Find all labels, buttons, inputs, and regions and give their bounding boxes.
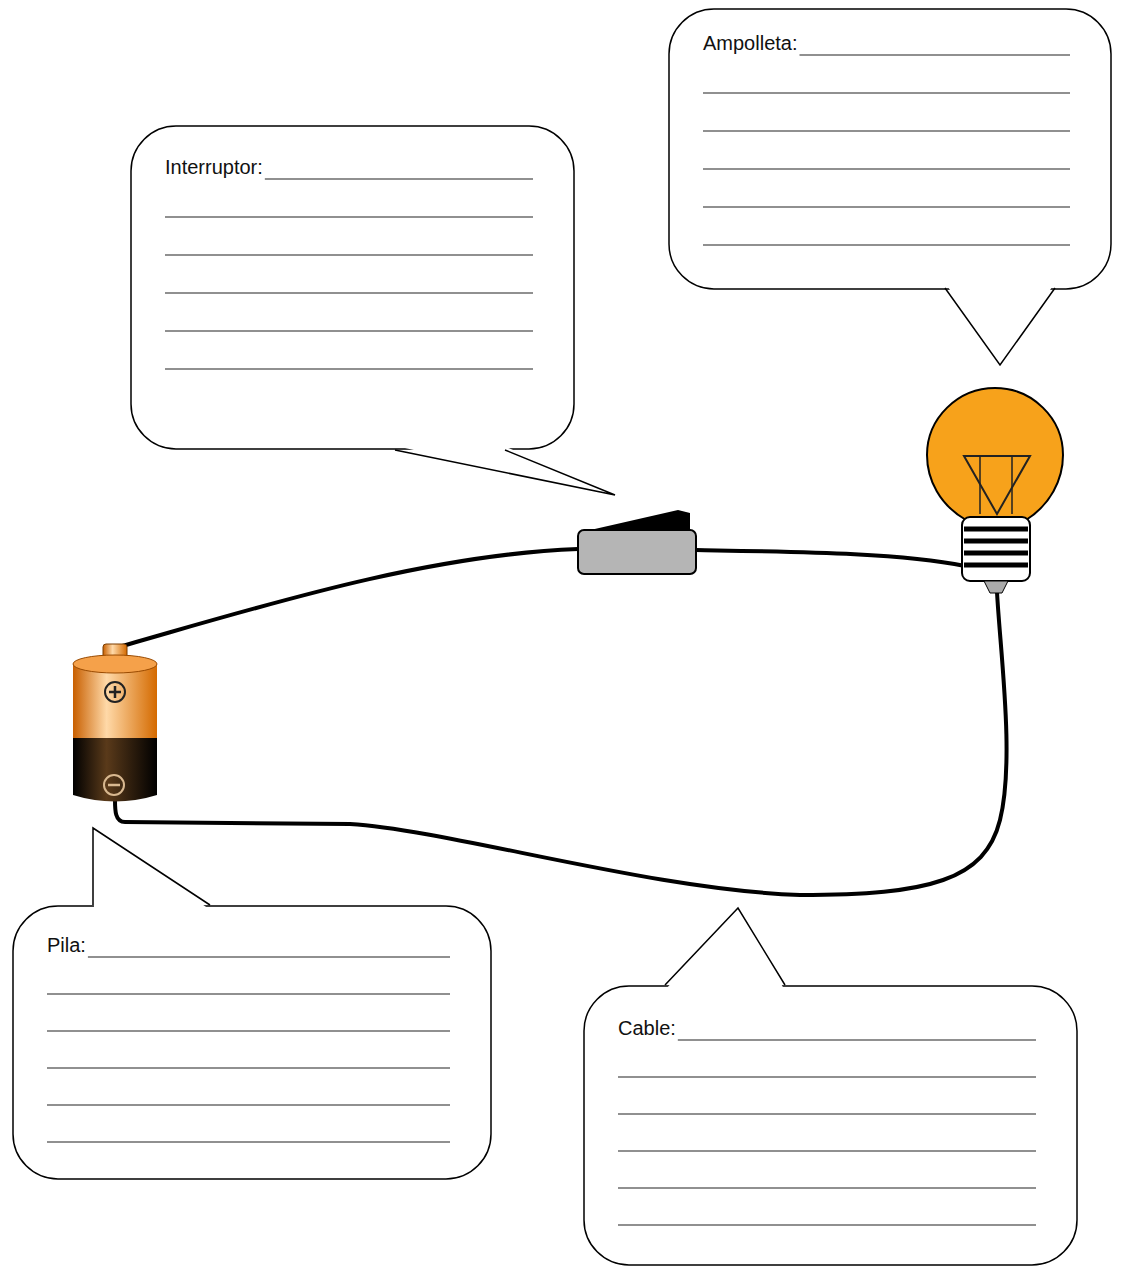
switch <box>578 510 696 574</box>
writing-line <box>47 1030 450 1031</box>
wire <box>115 549 1007 895</box>
battery-callout: Pila: <box>12 905 492 1180</box>
writing-line <box>47 1141 450 1142</box>
writing-line <box>165 292 533 293</box>
wire <box>115 549 578 648</box>
writing-line <box>165 216 533 217</box>
writing-line <box>165 330 533 331</box>
writing-line <box>165 368 533 369</box>
writing-line <box>165 254 533 255</box>
writing-line <box>265 178 533 179</box>
callout-label: Pila: <box>47 933 86 957</box>
bulb-callout: Ampolleta: <box>668 8 1112 290</box>
writing-line <box>678 1039 1036 1040</box>
writing-line <box>618 1150 1036 1151</box>
writing-line <box>703 244 1070 245</box>
wire <box>115 592 1007 895</box>
writing-line <box>800 54 1071 55</box>
writing-line <box>88 956 450 957</box>
writing-line <box>47 993 450 994</box>
wire <box>696 550 965 566</box>
writing-line <box>703 92 1070 93</box>
writing-line <box>618 1076 1036 1077</box>
writing-line <box>47 1067 450 1068</box>
writing-line <box>703 130 1070 131</box>
writing-line <box>47 1104 450 1105</box>
callout-label: Cable: <box>618 1016 676 1040</box>
bulb <box>927 388 1063 593</box>
writing-line <box>703 206 1070 207</box>
callout-label: Interruptor: <box>165 155 263 179</box>
writing-line <box>703 168 1070 169</box>
callout-label: Ampolleta: <box>703 31 798 55</box>
battery <box>73 644 157 802</box>
writing-line <box>618 1113 1036 1114</box>
switch-callout: Interruptor: <box>130 125 575 450</box>
cable-callout: Cable: <box>583 985 1078 1266</box>
writing-line <box>618 1187 1036 1188</box>
writing-line <box>618 1224 1036 1225</box>
